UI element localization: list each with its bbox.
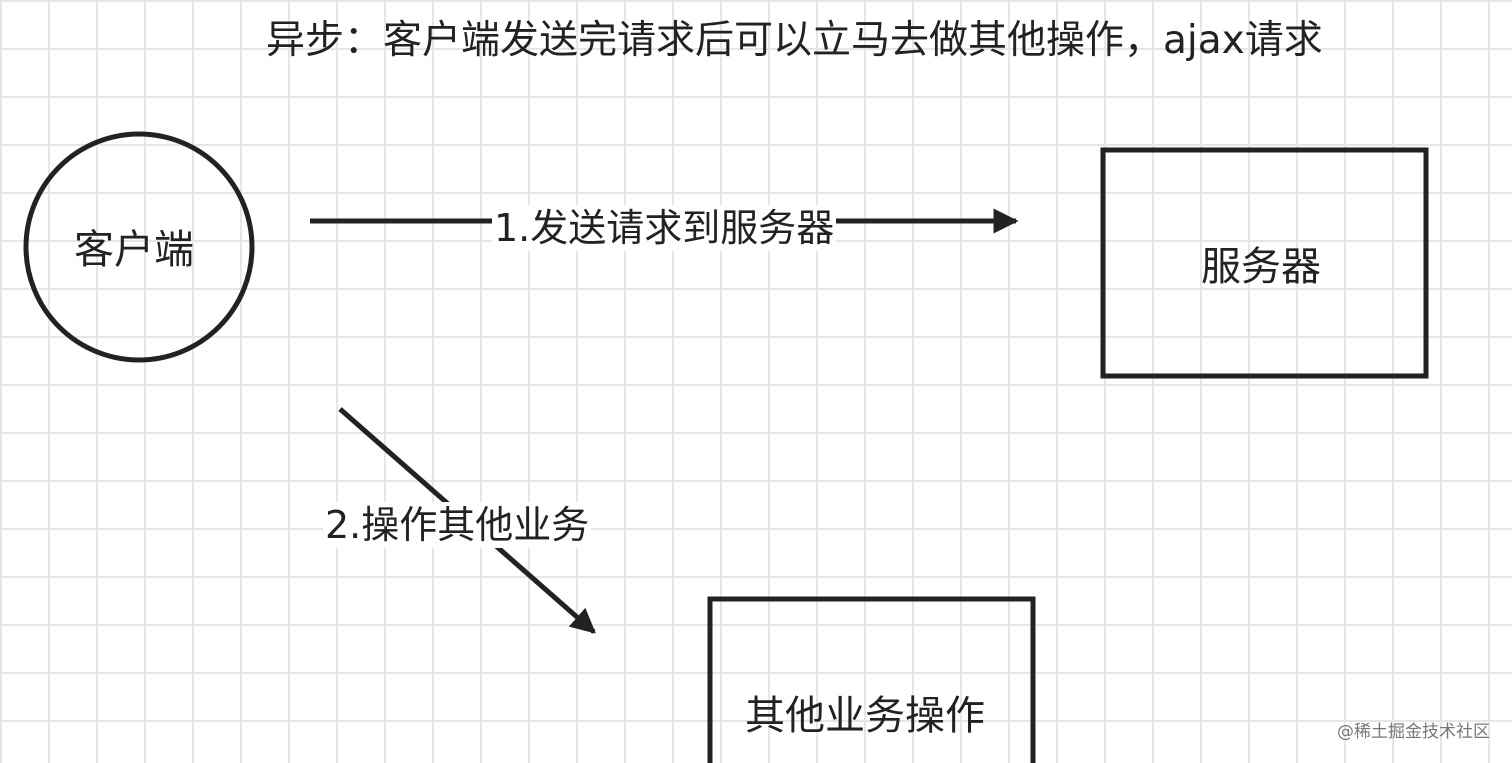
diagram-title: 异步：客户端发送完请求后可以立马去做其他操作，ajax请求: [266, 18, 1323, 63]
watermark: @稀土掘金技术社区: [1337, 722, 1490, 742]
server-node-label: 服务器: [1201, 244, 1321, 290]
other-node-label: 其他业务操作: [745, 693, 985, 739]
client-node-shape: [23, 131, 255, 363]
other-node-shape: [707, 596, 1036, 763]
client-node-label: 客户端: [74, 227, 194, 273]
edge-to-other-label: 2.操作其他业务: [323, 502, 592, 548]
server-node-shape: [1100, 147, 1429, 379]
edge-to-server-label: 1.发送请求到服务器: [492, 205, 837, 251]
